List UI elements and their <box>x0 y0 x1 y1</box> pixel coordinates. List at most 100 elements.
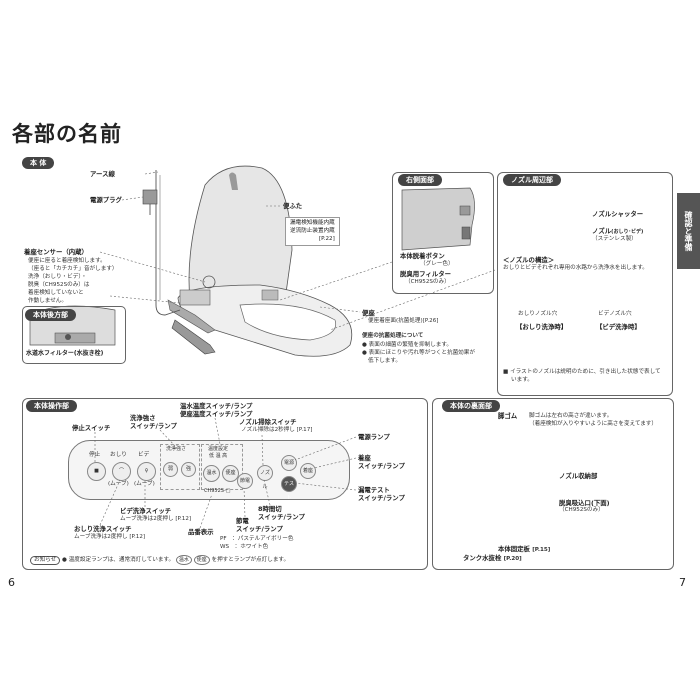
oshiri-hole-label: おしりノズル穴 <box>518 311 558 317</box>
deodor-filter-label: 脱臭用フィルター <box>400 270 451 278</box>
seat-sublabel: 便座着座面(抗菌処理)[P.26] <box>368 318 439 324</box>
earth-wire-label: アース線 <box>90 170 115 178</box>
eco-label: 節電 <box>236 517 249 525</box>
section-label-body: 本 体 <box>22 157 55 169</box>
toilet-main-illustration <box>142 165 353 357</box>
page-title: 各部の名前 <box>12 122 122 146</box>
eco-button[interactable]: 節電 <box>237 473 253 489</box>
eco-label-2: スイッチ/ランプ <box>236 525 283 533</box>
color-pf-label: PF ：パステルアイボリー色 <box>220 536 294 542</box>
leak-test-label: 漏電テスト <box>358 486 390 494</box>
tank-drain-label: タンク水抜栓 [P.20] <box>463 554 522 563</box>
leak-test-button[interactable]: テスト <box>281 476 297 501</box>
strength-group <box>160 444 200 490</box>
timer-label-2: スイッチ/ランプ <box>258 513 305 521</box>
release-button-label: 本体脱着ボタン <box>400 252 445 260</box>
water-temp-label: 温水温度スイッチ/ランプ <box>180 402 253 410</box>
strength-label-2: スイッチ/ランプ <box>130 422 177 430</box>
seat-sensor-desc: （座ると「カチカチ」音がします） <box>28 266 118 272</box>
notice-key-water: 温水 <box>175 555 192 566</box>
oshiri-switch-label: おしり洗浄スイッチ <box>74 525 132 533</box>
temp-group-label: 温度設定 <box>208 446 229 452</box>
right-side-illustration <box>401 187 475 251</box>
deodor-intake-label: 脱臭吸込口(下面) <box>559 499 610 507</box>
seat-sensor-desc: 洗浄（おしり・ビデ）・ <box>28 274 87 280</box>
water-temp-button[interactable]: 温水 <box>203 465 220 482</box>
seat-detect-label-2: スイッチ/ランプ <box>358 462 405 470</box>
fixing-plate-label: 本体固定板 [P.15] <box>498 545 550 554</box>
deodor-intake-sub: （CH952Sのみ） <box>559 507 604 513</box>
nozzle-label-paren: (おしり･ビデ) <box>611 229 644 235</box>
bidet-mode-label: 【ビデ洗浄時】 <box>596 323 641 331</box>
stop-switch-label: 停止スイッチ <box>72 424 111 432</box>
color-ws-label: WS ：ホワイト色 <box>220 544 269 550</box>
bidet-move-label: (ムーブ) <box>134 481 155 487</box>
seat-temp-label: 便座温度スイッチ/ランプ <box>180 410 253 418</box>
lid-note-line: [P.22] <box>319 235 335 242</box>
model-display-label: 品番表示 <box>188 528 214 536</box>
notice-text: ● 温度設定ランプは、通常消灯しています。 <box>62 557 175 563</box>
seat-detect-label: 着座 <box>358 454 371 462</box>
bidet-button[interactable]: ♀ <box>137 462 156 481</box>
rubber-foot-desc-2: （着座検知が入りやすいように高さを変えてます） <box>529 421 657 427</box>
nozzle-storage-label: ノズル収納部 <box>559 472 598 480</box>
section-label-nozzle: ノズル周辺部 <box>503 174 561 186</box>
nozzle-structure-desc: おしりとビデそれぞれ専用の水路から洗浄水を出します。 <box>503 265 648 271</box>
leak-test-label-2: スイッチ/ランプ <box>358 494 405 502</box>
water-filter-label: 水道水フィルター(水抜き栓) <box>26 350 104 357</box>
notice-text-end: を押すとランプが点灯します。 <box>211 557 290 563</box>
nozzle-clean-button[interactable]: ノズル <box>257 465 273 490</box>
nozzle-note: ■ イラストのノズルは説明のために、引き出した状態で表して <box>503 369 661 375</box>
antibac-title: 便座の抗菌処理について <box>362 333 424 339</box>
section-side-tab: 確認と準備 <box>677 193 700 269</box>
nozzle-material: （ステンレス製） <box>592 236 637 242</box>
notice-label: お知らせ <box>30 556 61 565</box>
nozzle-label-text: ノズル <box>592 227 612 235</box>
toilet-lid-label: 便ふた <box>283 202 303 210</box>
nozzle-label: ノズル(おしり･ビデ) <box>592 227 643 235</box>
nozzle-note-cont: います。 <box>511 377 533 383</box>
stop-button[interactable]: ■ <box>87 462 106 481</box>
seat-sensor-desc: 脱臭（CH952Sのみ）は <box>28 282 90 288</box>
rubber-foot-label: 脚ゴム <box>498 412 518 420</box>
seat-sensor-title: 着座センサー（内蔵） <box>24 248 88 256</box>
bidet-switch-label: ビデ洗浄スイッチ <box>120 507 172 515</box>
strength-label: 洗浄強さ <box>130 414 156 422</box>
nozzle-clean-label: ノズル掃除スイッチ <box>239 418 297 426</box>
oshiri-button-label: おしり <box>110 452 127 458</box>
oshiri-button[interactable]: ⌒ <box>112 462 131 481</box>
fixing-plate-ref: [P.15] <box>532 547 551 553</box>
lid-note-line: 漏電検知機能内蔵 <box>290 220 335 226</box>
nozzle-shutter-label: ノズルシャッター <box>592 210 644 218</box>
section-label-back: 本体後方部 <box>25 309 76 321</box>
power-lamp-label: 電源ランプ <box>358 433 390 441</box>
page-number-right: 7 <box>679 576 686 589</box>
nozzle-clean-sub: ノズル掃除は2秒押し [P.17] <box>241 427 313 433</box>
bidet-switch-sub: ムーブ洗浄は2度押し [P.12] <box>120 516 192 522</box>
oshiri-switch-sub: ムーブ洗浄は2度押し [P.12] <box>74 534 146 540</box>
section-label-right-side: 右側面部 <box>398 174 442 186</box>
seat-temp-button[interactable]: 便座 <box>222 465 239 482</box>
fixing-plate-text: 本体固定板 <box>498 545 530 553</box>
notice-key-seat: 便座 <box>193 555 210 566</box>
section-label-panel: 本体操作部 <box>26 400 77 412</box>
deodor-filter-sub: （CH952Sのみ） <box>405 279 450 285</box>
tank-drain-text: タンク水抜栓 <box>463 554 502 562</box>
seat-detect-button[interactable]: 着座 <box>300 463 316 479</box>
strong-button[interactable]: 強 <box>181 462 196 477</box>
strength-group-label: 洗浄強さ <box>166 446 187 452</box>
antibac-note: ● 表面の細菌の繁殖を抑制します。 <box>362 342 453 348</box>
seat-sensor-desc: 作動しません。 <box>28 298 67 304</box>
temp-group <box>201 444 243 490</box>
power-button[interactable]: 電源 <box>281 455 297 471</box>
timer-label: 8時間切 <box>258 505 282 513</box>
lid-note-box: 漏電検知機能内蔵 逆流防止装置内蔵 [P.22] <box>285 217 340 247</box>
weak-button[interactable]: 弱 <box>163 462 178 477</box>
antibac-note-cont: 低下します。 <box>368 358 402 364</box>
temp-group-cols: 低 温 高 <box>209 453 228 459</box>
nozzle-box <box>497 172 673 396</box>
antibac-note-text: 表面にほこりや汚れ等がつくと抗菌効果が <box>368 350 475 356</box>
back-part-box <box>22 306 126 364</box>
power-plug-label: 電源プラグ <box>90 196 122 204</box>
